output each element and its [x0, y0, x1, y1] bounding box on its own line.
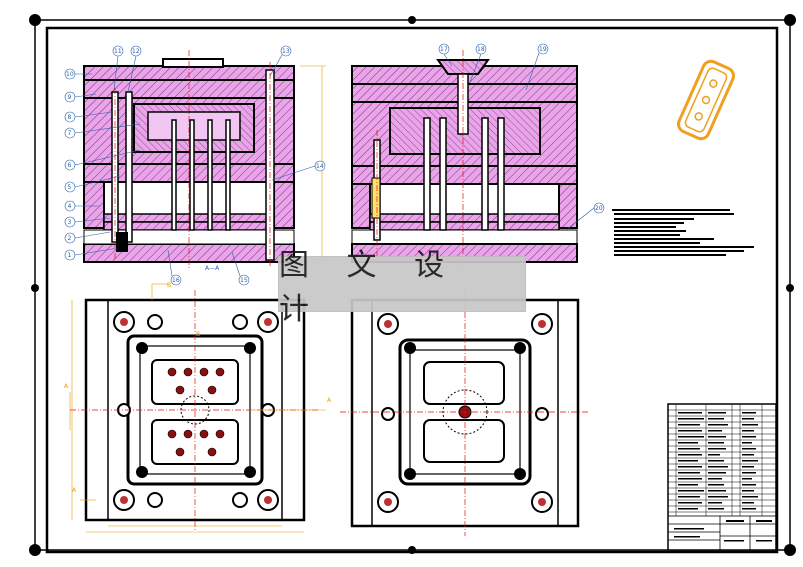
- section-mark-b-top: B: [167, 282, 171, 289]
- callout-8: 8: [68, 114, 72, 121]
- callout-6: 6: [68, 162, 72, 169]
- callout-16: 16: [172, 277, 180, 284]
- technical-notes: [612, 209, 754, 256]
- callout-1: 1: [68, 252, 72, 259]
- callout-12: 12: [132, 48, 140, 55]
- callout-20: 20: [595, 205, 603, 212]
- callout-17: 17: [440, 46, 448, 53]
- callout-10: 10: [66, 71, 74, 78]
- callouts-right: 17 18 19 20: [438, 43, 605, 231]
- plan-view-right: [340, 290, 590, 536]
- callout-9: 9: [68, 94, 72, 101]
- title-block: [667, 403, 777, 551]
- callout-18: 18: [477, 46, 485, 53]
- callout-14: 14: [316, 163, 324, 170]
- callouts-left: 1 2 3 4 5 6 7 8 9 10 11 12 13 14 15 16: [64, 45, 326, 286]
- section-mark-a-left: A: [64, 383, 69, 390]
- watermark-text: 图 文 设 计: [279, 248, 459, 327]
- section-mark-a-bottom: A: [72, 487, 77, 494]
- plan-view-left: B A A A B: [64, 282, 332, 533]
- callout-13: 13: [282, 48, 290, 55]
- callout-19: 19: [539, 46, 547, 53]
- section-view-right: [351, 50, 578, 268]
- callout-5: 5: [68, 184, 72, 191]
- section-mark-b-inner: B: [196, 331, 200, 338]
- callout-3: 3: [68, 219, 72, 226]
- callout-11: 11: [114, 48, 122, 55]
- sheet-border: [29, 14, 796, 556]
- callout-7: 7: [68, 130, 72, 137]
- section-mark-a-right: A: [327, 397, 332, 404]
- callout-15: 15: [240, 277, 248, 284]
- section-view-left: A—A: [83, 50, 326, 272]
- callout-2: 2: [68, 235, 72, 242]
- section-label: A—A: [205, 265, 220, 272]
- watermark-banner: 图 文 设 计: [278, 248, 526, 327]
- callout-4: 4: [68, 203, 72, 210]
- part-isometric-icon: [676, 59, 736, 141]
